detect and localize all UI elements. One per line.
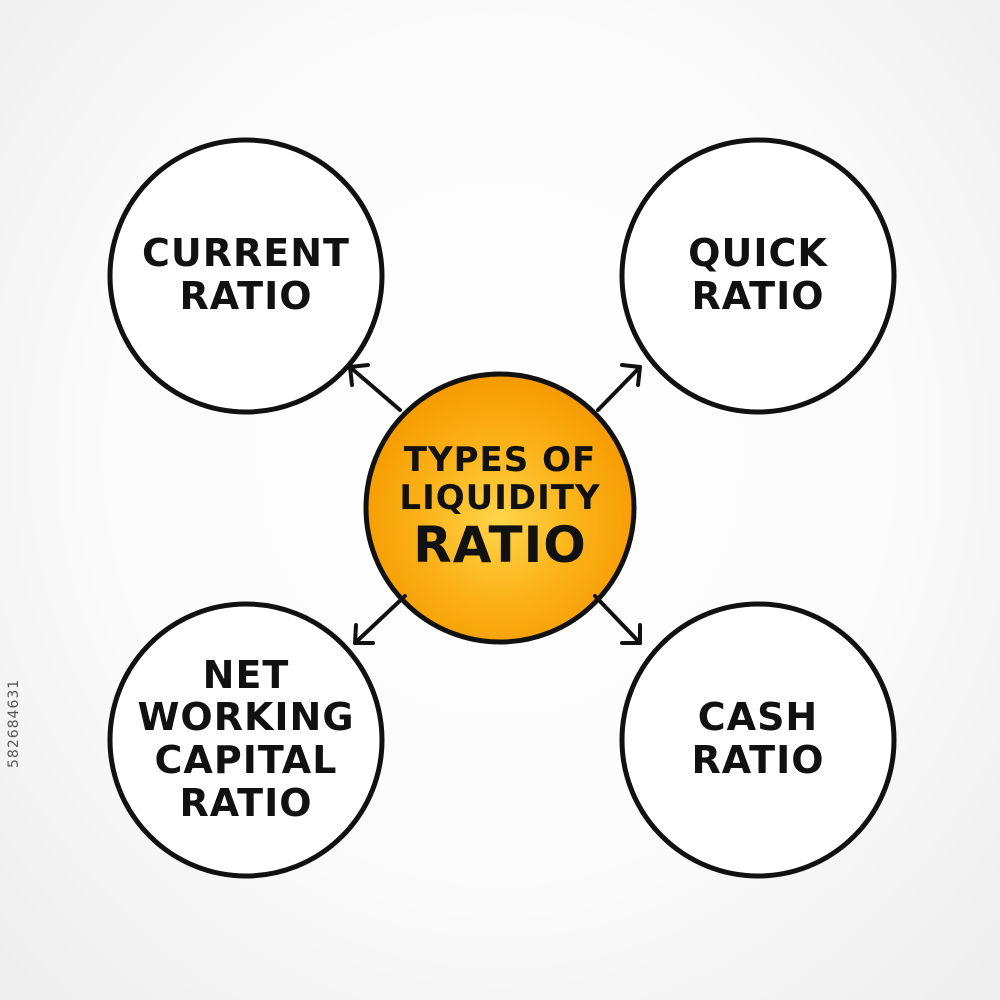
node-circle-quick [619, 137, 897, 415]
node-label-current-ratio: CURRENT RATIO [108, 158, 384, 392]
node-text-line: RATIO [179, 780, 313, 825]
node-circle-net [107, 601, 385, 879]
node-label-quick-ratio: QUICK RATIO [620, 158, 896, 392]
node-circle-current [107, 137, 385, 415]
arrow-to-net [353, 594, 407, 645]
center-title-line: LIQUIDITY [399, 478, 601, 519]
center-title-emphasis: RATIO [413, 516, 587, 575]
node-text-line: WORKING [137, 695, 355, 740]
node-text-line: NET [202, 652, 290, 697]
node-text-line: CAPITAL [154, 738, 338, 782]
node-text-line: CURRENT [142, 231, 350, 276]
node-text-line: QUICK [688, 231, 828, 276]
stock-image-id: 582684631 [6, 678, 22, 768]
arrow-to-current [348, 363, 402, 412]
node-text-line: RATIO [691, 274, 825, 318]
node-label-net-working-capital-ratio: NET WORKING CAPITAL RATIO [108, 622, 384, 856]
node-text-line: RATIO [179, 274, 313, 318]
node-label-cash-ratio: CASH RATIO [620, 622, 896, 856]
arrow-to-cash [593, 594, 642, 645]
center-title: TYPES OF LIQUIDITY RATIO [362, 370, 638, 646]
node-text-line: CASH [697, 695, 819, 740]
node-circle-cash [619, 601, 897, 879]
node-text-line: RATIO [691, 738, 825, 782]
center-circle [363, 371, 637, 645]
arrow-to-quick [596, 363, 642, 412]
center-title-line: TYPES OF [403, 440, 597, 481]
